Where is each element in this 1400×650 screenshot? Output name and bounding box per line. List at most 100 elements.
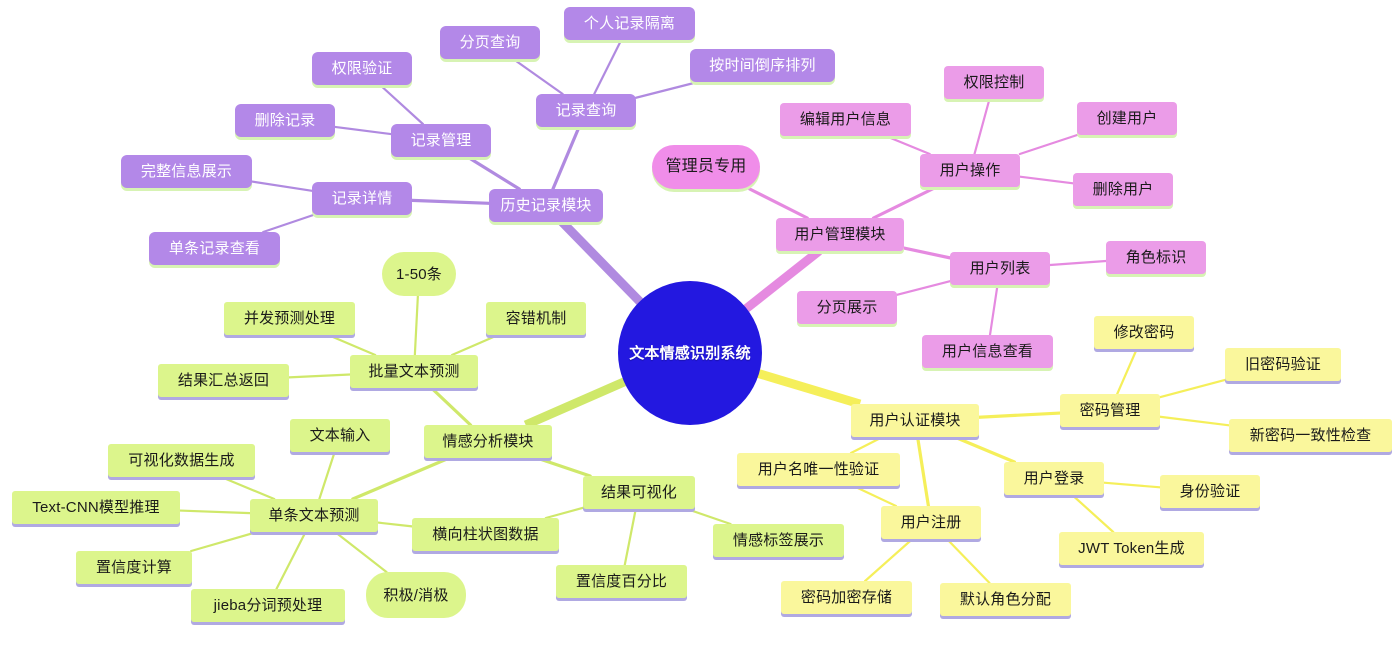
mindmap-node-sentiment-s5[interactable]: 并发预测处理 (224, 302, 355, 335)
mindmap-node-label: 积极/消极 (383, 586, 449, 604)
mindmap-node-usermgmt-u2[interactable]: 用户列表 (950, 252, 1050, 285)
mindmap-edge (544, 506, 585, 520)
mindmap-node-usermgmt-u5[interactable]: 创建用户 (1077, 102, 1177, 135)
mindmap-node-sentiment-s14[interactable]: 横向柱状图数据 (412, 518, 559, 551)
mindmap-node-sentiment-s8[interactable]: 文本输入 (290, 419, 390, 452)
mindmap-node-label: Text-CNN模型推理 (32, 499, 160, 516)
mindmap-edge (551, 125, 581, 191)
mindmap-node-usermgmt-u9[interactable]: 分页展示 (797, 291, 897, 324)
mindmap-node-label: 权限控制 (963, 74, 1025, 91)
mindmap-node-label: jieba分词预处理 (213, 597, 323, 614)
mindmap-node-label: 横向柱状图数据 (432, 526, 539, 543)
mindmap-node-history-h1[interactable]: 记录查询 (536, 94, 636, 127)
mindmap-node-usermgmt-u3[interactable]: 管理员专用 (652, 145, 760, 189)
mindmap-node-label: 记录管理 (410, 132, 472, 149)
mindmap-node-auth-a3[interactable]: 用户注册 (881, 506, 981, 539)
mindmap-node-history-h2[interactable]: 记录管理 (391, 124, 491, 157)
mindmap-node-label: 个人记录隔离 (583, 15, 676, 32)
mindmap-node-usermgmt-u7[interactable]: 编辑用户信息 (780, 103, 911, 136)
mindmap-edge (318, 450, 336, 501)
mindmap-node-usermgmt-u8[interactable]: 角色标识 (1106, 241, 1206, 274)
mindmap-node-sentiment-s16[interactable]: 情感标签展示 (713, 524, 844, 557)
mindmap-node-history-h9[interactable]: 完整信息展示 (121, 155, 252, 188)
mindmap-edge (190, 530, 258, 553)
mindmap-node-label: 可视化数据生成 (128, 452, 235, 469)
mindmap-node-sentiment-s2[interactable]: 单条文本预测 (250, 499, 378, 532)
mindmap-node-history-h7[interactable]: 权限验证 (312, 52, 412, 85)
mindmap-node-label: JWT Token生成 (1078, 540, 1185, 557)
mindmap-edge (1116, 347, 1138, 396)
mindmap-edge (952, 435, 1017, 464)
mindmap-edge (1048, 259, 1108, 267)
mindmap-node-usermgmt-u0-branch-root[interactable]: 用户管理模块 (776, 218, 904, 251)
mindmap-node-auth-a7[interactable]: 身份验证 (1160, 475, 1260, 508)
mindmap-node-auth-a10[interactable]: 密码加密存储 (781, 581, 912, 614)
mindmap-node-history-h6[interactable]: 按时间倒序排列 (690, 49, 835, 82)
mindmap-node-sentiment-s15[interactable]: 置信度百分比 (556, 565, 687, 598)
mindmap-node-label: 单条文本预测 (268, 507, 360, 524)
mindmap-node-history-h3[interactable]: 记录详情 (312, 182, 412, 215)
mindmap-node-usermgmt-u10[interactable]: 用户信息查看 (922, 335, 1053, 368)
mindmap-edge (275, 530, 307, 591)
mindmap-edge (178, 509, 252, 515)
mindmap-node-auth-a2[interactable]: 用户登录 (1004, 462, 1104, 495)
mindmap-edge (988, 283, 999, 337)
mindmap-node-label: 记录查询 (555, 102, 617, 119)
mindmap-edge (1158, 378, 1227, 399)
mindmap-node-label: 置信度计算 (95, 559, 172, 576)
mindmap-node-auth-a1[interactable]: 密码管理 (1060, 394, 1160, 427)
mindmap-edge (915, 435, 931, 508)
mindmap-node-label: 完整信息展示 (140, 163, 233, 180)
mindmap-root-node[interactable]: 文本情感识别系统 (618, 281, 762, 425)
mindmap-root-label: 文本情感识别系统 (629, 344, 751, 362)
mindmap-node-usermgmt-u1[interactable]: 用户操作 (920, 154, 1020, 187)
mindmap-node-auth-a9[interactable]: 用户名唯一性验证 (737, 453, 900, 486)
mindmap-edge (852, 484, 898, 508)
mindmap-node-label: 按时间倒序排列 (709, 57, 816, 74)
mindmap-node-auth-a0-branch-root[interactable]: 用户认证模块 (851, 404, 979, 437)
mindmap-node-label: 默认角色分配 (959, 591, 1052, 608)
mindmap-node-sentiment-s4[interactable]: 1-50条 (382, 252, 456, 296)
mindmap-node-history-h0-branch-root[interactable]: 历史记录模块 (489, 189, 603, 222)
mindmap-node-sentiment-s9[interactable]: 可视化数据生成 (108, 444, 255, 477)
mindmap-node-label: 创建用户 (1096, 110, 1158, 127)
mindmap-node-sentiment-s1[interactable]: 批量文本预测 (350, 355, 478, 388)
mindmap-node-history-h10[interactable]: 单条记录查看 (149, 232, 280, 265)
mindmap-node-usermgmt-u4[interactable]: 权限控制 (944, 66, 1044, 99)
mindmap-node-sentiment-s10[interactable]: Text-CNN模型推理 (12, 491, 180, 524)
mindmap-node-label: 情感分析模块 (442, 433, 534, 450)
mindmap-node-history-h8[interactable]: 删除记录 (235, 104, 335, 137)
mindmap-node-auth-a6[interactable]: 新密码一致性检查 (1229, 419, 1392, 452)
mindmap-node-label: 容错机制 (505, 310, 567, 327)
mindmap-node-history-h4[interactable]: 个人记录隔离 (564, 7, 695, 40)
mindmap-edge (748, 187, 809, 220)
mindmap-edge (634, 80, 699, 99)
mindmap-node-sentiment-s6[interactable]: 容错机制 (486, 302, 586, 335)
mindmap-node-auth-a8[interactable]: JWT Token生成 (1059, 532, 1204, 565)
mindmap-edge (376, 521, 414, 528)
mindmap-node-sentiment-s12[interactable]: jieba分词预处理 (191, 589, 345, 622)
mindmap-node-label: 结果可视化 (600, 484, 677, 501)
mindmap-node-auth-a11[interactable]: 默认角色分配 (940, 583, 1071, 616)
mindmap-edge (1071, 493, 1115, 534)
mindmap-node-sentiment-s7[interactable]: 结果汇总返回 (158, 364, 289, 397)
mindmap-node-sentiment-s3[interactable]: 结果可视化 (583, 476, 695, 509)
mindmap-node-sentiment-s0-branch-root[interactable]: 情感分析模块 (424, 425, 552, 458)
mindmap-edge (895, 280, 952, 296)
mindmap-node-auth-a4[interactable]: 修改密码 (1094, 316, 1194, 349)
mindmap-edge (902, 246, 952, 260)
mindmap-node-sentiment-s11[interactable]: 置信度计算 (76, 551, 192, 584)
mindmap-node-label: 用户认证模块 (869, 412, 961, 429)
mindmap-node-history-h5[interactable]: 分页查询 (440, 26, 540, 59)
mindmap-node-usermgmt-u6[interactable]: 删除用户 (1073, 173, 1173, 206)
mindmap-node-label: 身份验证 (1179, 483, 1241, 500)
mindmap-edge (1018, 133, 1079, 156)
mindmap-node-label: 修改密码 (1113, 324, 1175, 341)
mindmap-node-label: 用户注册 (900, 514, 962, 531)
mindmap-node-sentiment-s13[interactable]: 积极/消极 (366, 572, 466, 618)
mindmap-node-label: 旧密码验证 (1244, 356, 1321, 373)
mindmap-edge (351, 456, 451, 501)
mindmap-node-auth-a5[interactable]: 旧密码验证 (1225, 348, 1341, 381)
mindmap-edge (413, 294, 419, 357)
